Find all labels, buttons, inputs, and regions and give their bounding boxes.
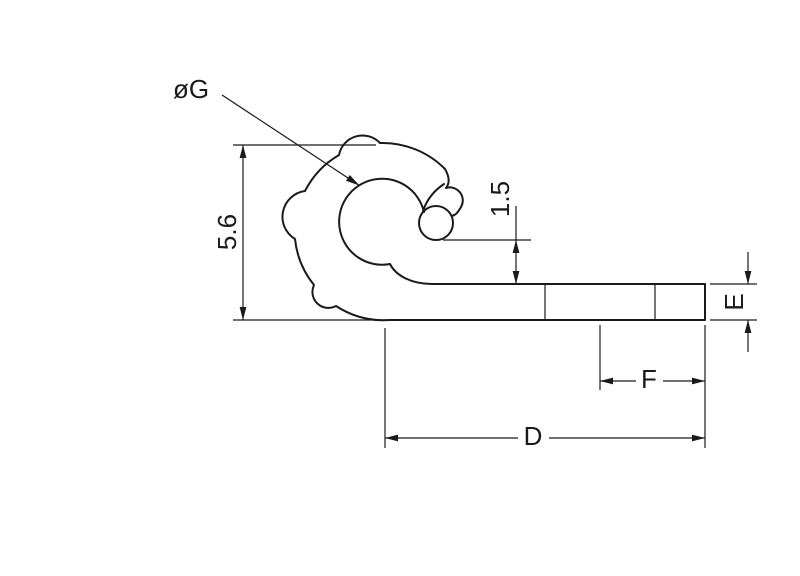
clip-bore-arc (338, 177, 433, 285)
arrowhead-gap-bottom (512, 271, 520, 284)
arrowhead-f-left (600, 377, 613, 385)
diameter-leader-line (221, 94, 360, 187)
arrowhead-thickness-bottom (744, 320, 752, 333)
arrowhead-diameter-leader (346, 175, 360, 186)
dim-label-diameter: øG (173, 74, 209, 104)
dim-label-height: 5.6 (212, 214, 242, 250)
arrowhead-d-right (692, 434, 705, 442)
arrowhead-thickness-top (744, 271, 752, 284)
clip-outline (281, 134, 706, 322)
dim-label-d: D (524, 421, 543, 451)
arrowhead-gap-top (512, 240, 520, 253)
arrowhead-height-top (239, 145, 247, 158)
arrowhead-height-bottom (239, 307, 247, 320)
dim-label-f: F (641, 364, 657, 394)
arrowhead-d-left (385, 434, 398, 442)
clip-channel-line (422, 183, 445, 212)
clip-tip-ball (418, 205, 454, 241)
arrowhead-f-right (692, 377, 705, 385)
dim-label-gap: 1.5 (485, 181, 515, 217)
dim-label-thickness: E (719, 293, 749, 310)
